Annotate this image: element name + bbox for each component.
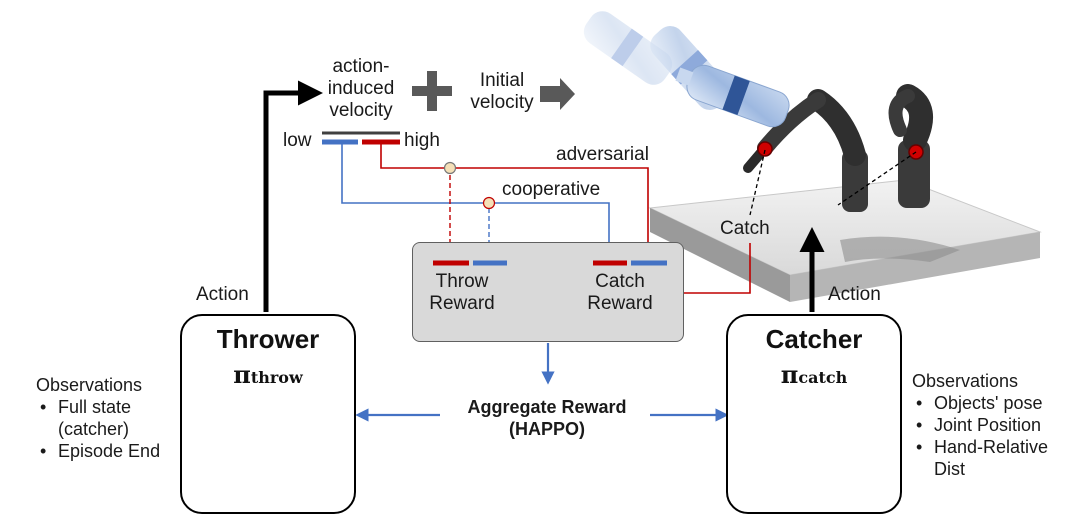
catch-reward-line bbox=[670, 243, 751, 298]
catcher-action-label: Action bbox=[828, 284, 881, 305]
thrower-action-arrow bbox=[263, 80, 323, 312]
table-front bbox=[650, 208, 790, 302]
adversarial-junction bbox=[443, 161, 457, 175]
thrower-title: Thrower bbox=[216, 324, 320, 354]
catcher-agent-box: Catcher πcatch bbox=[726, 314, 902, 514]
thrower-observations: Observations Full state (catcher) Episod… bbox=[36, 374, 176, 462]
velocity-low-label: low bbox=[283, 130, 312, 151]
throw-robot-arm bbox=[888, 84, 934, 208]
catcher-obs-item: Hand-Relative Dist bbox=[912, 436, 1064, 480]
gray-block-arrow bbox=[540, 78, 575, 110]
aggregate-reward-label: Aggregate Reward (HAPPO) bbox=[467, 397, 627, 439]
initial-velocity-label: Initial velocity bbox=[470, 70, 534, 113]
velocity-high-label: high bbox=[404, 130, 440, 151]
action-induced-velocity-label: action- induced velocity bbox=[327, 56, 395, 121]
catch-label: Catch bbox=[720, 218, 770, 239]
table-shadow bbox=[840, 236, 960, 262]
catcher-observations: Observations Objects' pose Joint Positio… bbox=[912, 370, 1072, 480]
bottle-trajectory bbox=[583, 11, 790, 128]
cooperative-label: cooperative bbox=[502, 179, 601, 200]
table-side bbox=[790, 232, 1040, 302]
thrower-policy: πthrow bbox=[233, 360, 303, 389]
reward-bars bbox=[433, 260, 667, 266]
adversarial-line bbox=[380, 144, 653, 262]
catcher-obs-item: Objects' pose bbox=[912, 392, 1072, 414]
plus-icon-velocity bbox=[412, 71, 452, 111]
cooperative-line bbox=[341, 144, 614, 262]
catcher-title: Catcher bbox=[765, 324, 863, 354]
thrower-agent-box: Thrower πthrow bbox=[180, 314, 356, 514]
catcher-obs-item: Joint Position bbox=[912, 414, 1072, 436]
catch-robot-arm bbox=[743, 89, 868, 212]
thrower-obs-item: Episode End bbox=[36, 440, 176, 462]
cooperative-junction bbox=[482, 196, 496, 210]
robot-scene-illustration bbox=[583, 11, 1042, 302]
thrower-obs-item: Full state (catcher) bbox=[36, 396, 158, 440]
catcher-policy: πcatch bbox=[780, 360, 848, 389]
adversarial-label: adversarial bbox=[556, 144, 649, 165]
thrower-action-label: Action bbox=[196, 284, 249, 305]
